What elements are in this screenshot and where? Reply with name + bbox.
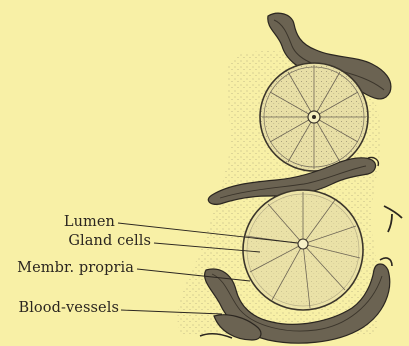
gland-section-lower [243,190,363,310]
label-membrana-propria: Membr. propria [17,260,134,276]
vessel-fragment-right [380,206,402,266]
label-lumen: Lumen [64,214,115,230]
label-gland-cells: Gland cells [68,233,151,249]
gland-section-upper [260,63,368,171]
label-blood-vessels: Blood-vessels [18,300,119,316]
